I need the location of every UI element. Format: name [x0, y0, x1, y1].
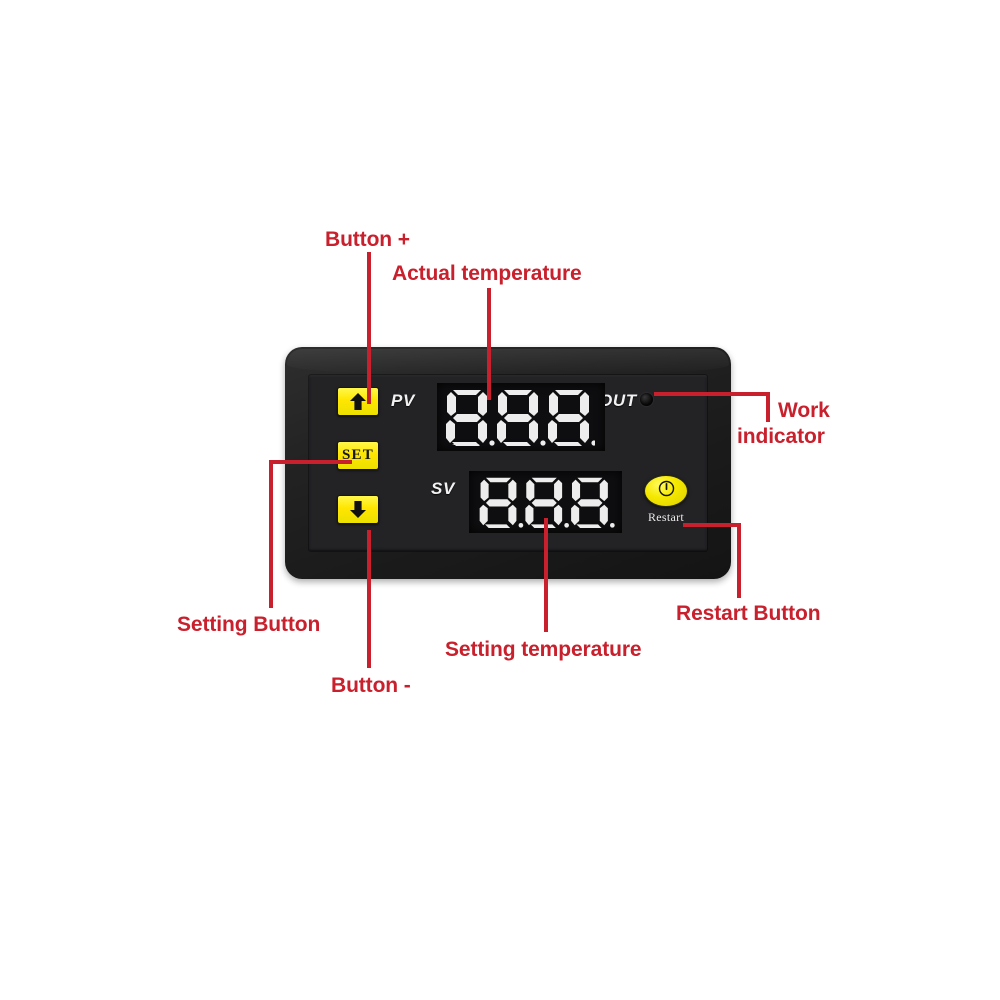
- temperature-controller-device: SET PV SV OUT: [285, 347, 731, 579]
- sv-label: SV: [431, 479, 455, 498]
- arrow-up-icon: [349, 392, 367, 411]
- pv-label: PV: [391, 391, 415, 410]
- restart-button-label: Restart: [647, 510, 685, 524]
- arrow-down-icon: [349, 500, 367, 519]
- annotation-work-indicator-line2: indicator: [737, 425, 825, 448]
- restart-button-face[interactable]: [644, 475, 688, 507]
- annotation-work-indicator-line1: Work: [778, 399, 830, 422]
- out-label: OUT: [599, 391, 637, 410]
- work-indicator-led-icon: [640, 393, 653, 406]
- power-icon: [658, 480, 675, 502]
- setting-button-key[interactable]: SET: [337, 441, 379, 470]
- annotation-setting-button: Setting Button: [177, 613, 321, 636]
- button-minus-key[interactable]: [337, 495, 379, 524]
- button-plus-key[interactable]: [337, 387, 379, 416]
- annotation-restart-button: Restart Button: [676, 602, 821, 625]
- restart-button[interactable]: Restart: [631, 475, 701, 525]
- annotation-button-plus: Button +: [325, 228, 410, 251]
- annotation-actual-temperature: Actual temperature: [392, 262, 582, 285]
- device-front-panel: SET PV SV OUT: [309, 375, 707, 551]
- annotation-button-minus: Button -: [331, 674, 411, 697]
- annotation-setting-temperature: Setting temperature: [445, 638, 642, 661]
- setting-temperature-display: [469, 471, 622, 533]
- actual-temperature-display: [437, 383, 605, 451]
- set-button-label: SET: [342, 447, 374, 463]
- device-gloss-highlight: [287, 349, 729, 375]
